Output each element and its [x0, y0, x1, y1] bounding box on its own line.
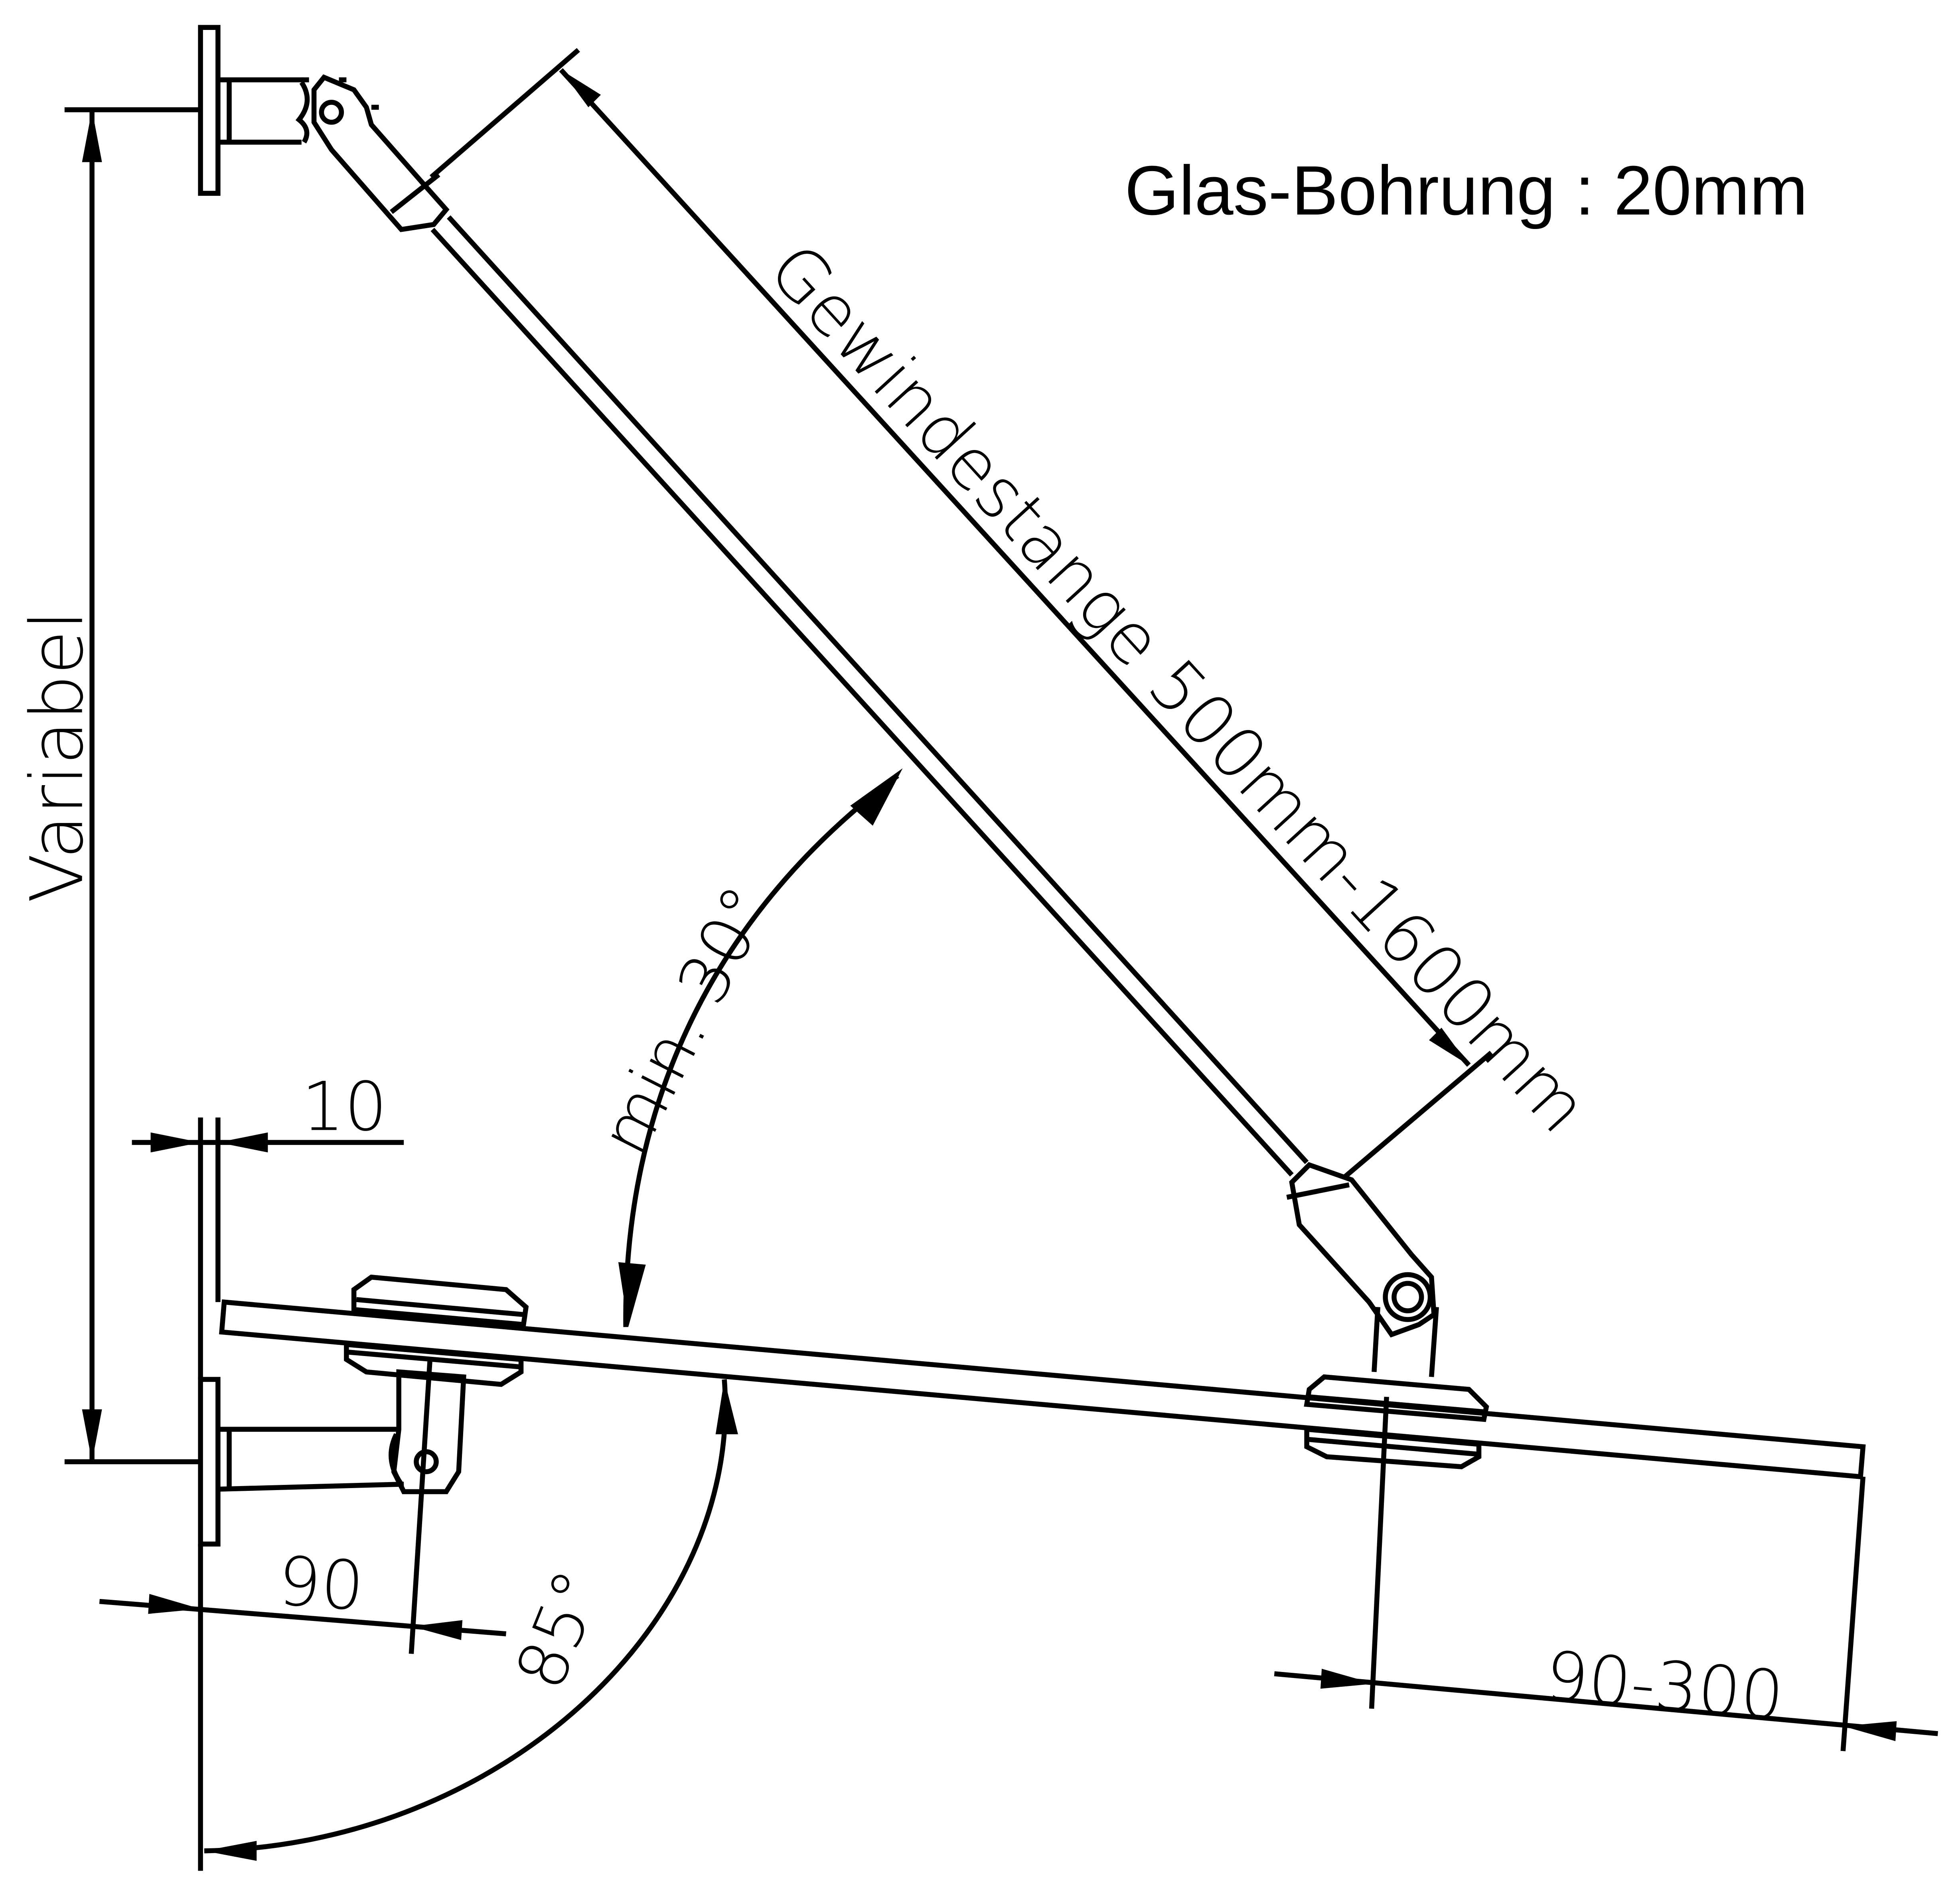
left-glass-clamp	[344, 1274, 529, 1387]
vertical-dimension	[64, 107, 202, 1465]
vertical-dimension-label: Variabel	[15, 610, 99, 903]
lower-rod-fitting	[1286, 1162, 1439, 1377]
tension-rod	[430, 215, 1309, 1177]
min-angle-arc	[618, 768, 903, 1327]
wall-gap-dimension	[132, 1117, 404, 1380]
top-wall-plate	[198, 25, 221, 196]
lower-pivot-icon	[1383, 1272, 1433, 1322]
overhang-dimension	[1274, 1397, 1938, 1751]
tilt-angle-arc	[204, 1379, 738, 1861]
min-angle-label: min. 30°	[585, 874, 786, 1167]
overhang-label: 90-300	[1542, 1636, 1787, 1735]
top-wall-bracket	[198, 25, 450, 232]
wall-gap-label: 10	[302, 1067, 387, 1146]
glass-drill-hole-title: Glas-Bohrung : 20mm	[1125, 152, 1808, 230]
rod-length-dimension	[429, 48, 1493, 1179]
bottom-wall-plate	[198, 1377, 221, 1547]
top-pivot-icon	[319, 100, 344, 125]
glass-pane	[219, 1299, 1866, 1480]
tilt-angle-label: 85°	[500, 1559, 618, 1700]
right-glass-clamp	[1304, 1374, 1489, 1469]
bracket-offset-label: 90	[276, 1542, 367, 1626]
rod-length-label: Gewindestange 500mm-1600mm	[753, 229, 1603, 1148]
bracket-offset-dimension	[99, 1359, 507, 1871]
